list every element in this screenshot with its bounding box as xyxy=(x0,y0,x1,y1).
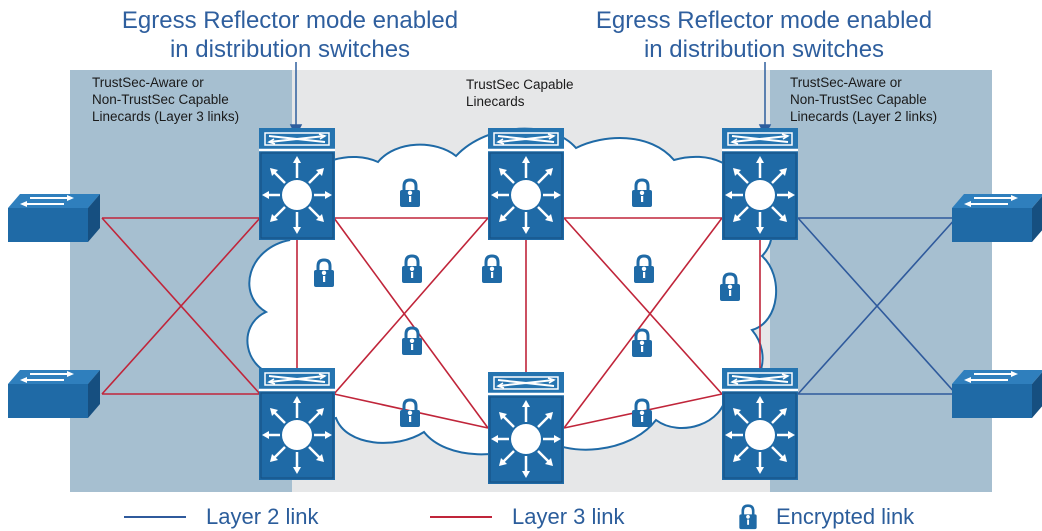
title-right-line-2: in distribution switches xyxy=(643,36,885,63)
access-switch-icon xyxy=(952,370,1042,418)
legend-layer3: Layer 3 link xyxy=(430,504,625,530)
multilayer-switch-icon xyxy=(722,128,798,240)
title-left-line-1: Egress Reflector mode enabled xyxy=(121,7,459,34)
lock-icon xyxy=(739,504,757,530)
legend-layer2: Layer 2 link xyxy=(124,504,319,530)
legend-encrypted-label: Encrypted link xyxy=(776,504,915,529)
legend-layer3-label: Layer 3 link xyxy=(512,504,625,529)
multilayer-switch-icon xyxy=(259,368,335,480)
legend-layer2-label: Layer 2 link xyxy=(206,504,319,529)
zone-left-label: TrustSec-Aware or Non-TrustSec Capable L… xyxy=(92,74,239,125)
title-left: Egress Reflector mode enabled in distrib… xyxy=(80,6,500,64)
multilayer-switch-icon xyxy=(259,128,335,240)
title-right-line-1: Egress Reflector mode enabled xyxy=(595,7,933,34)
zone-left-label-line-2: Non-TrustSec Capable xyxy=(92,92,229,107)
access-switch-icon xyxy=(8,194,100,242)
zone-center-label-line-2: Linecards xyxy=(466,94,525,109)
layer3-link-swatch xyxy=(430,516,492,518)
zone-left-label-line-3: Linecards (Layer 3 links) xyxy=(92,109,240,124)
legend-encrypted: Encrypted link xyxy=(734,504,914,530)
access-switch-icon xyxy=(952,194,1042,242)
multilayer-switch-icon xyxy=(722,368,798,480)
multilayer-switch-icon xyxy=(488,372,564,484)
access-switch-icon xyxy=(8,370,100,418)
layer2-link-swatch xyxy=(124,516,186,518)
zone-center-label: TrustSec Capable Linecards xyxy=(466,76,574,110)
layer3-links xyxy=(101,217,761,429)
zone-left-label-line-1: TrustSec-Aware or xyxy=(92,75,204,90)
multilayer-switch-icon xyxy=(488,128,564,240)
zone-right-background xyxy=(770,70,992,492)
zone-right-label-line-3: Linecards (Layer 2 links) xyxy=(790,109,938,124)
zone-right-label-line-2: Non-TrustSec Capable xyxy=(790,92,927,107)
title-left-line-2: in distribution switches xyxy=(169,36,411,63)
layer2-links xyxy=(797,217,957,395)
zone-right-label-line-1: TrustSec-Aware or xyxy=(790,75,902,90)
zone-center-label-line-1: TrustSec Capable xyxy=(466,77,574,92)
zone-right-label: TrustSec-Aware or Non-TrustSec Capable L… xyxy=(790,74,937,125)
title-right: Egress Reflector mode enabled in distrib… xyxy=(554,6,974,64)
